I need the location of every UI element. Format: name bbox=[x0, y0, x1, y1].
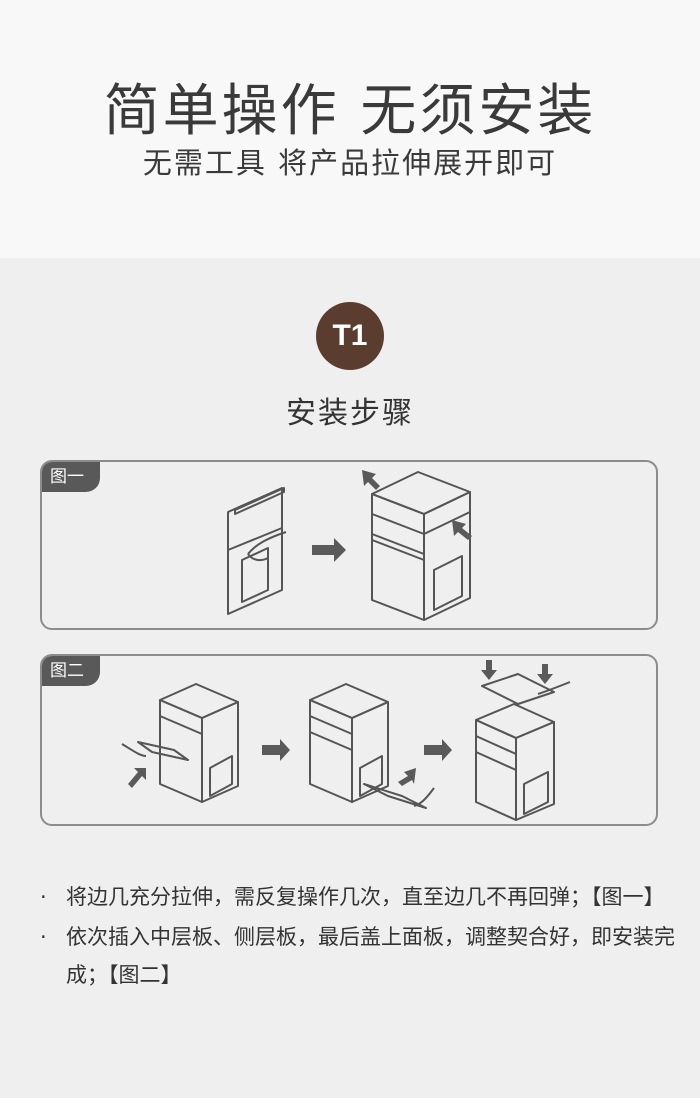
step-badge: T1 bbox=[316, 302, 384, 370]
instruction-text-2: 依次插入中层板、侧层板，最后盖上面板，调整契合好，即安装完成；【图二】 bbox=[66, 925, 675, 987]
right-arrow-icon bbox=[312, 538, 346, 562]
instruction-text-1: 将边几充分拉伸，需反复操作几次，直至边几不再回弹；【图一】 bbox=[66, 885, 665, 909]
figure-panel-2: 图二 bbox=[40, 654, 658, 826]
move-arrow-icon bbox=[537, 664, 553, 684]
instruction-notes: · 将边几充分拉伸，需反复操作几次，直至边几不再回弹；【图一】 · 依次插入中层… bbox=[40, 878, 680, 996]
move-arrow-icon bbox=[128, 768, 146, 788]
instruction-item-1: · 将边几充分拉伸，需反复操作几次，直至边几不再回弹；【图一】 bbox=[40, 878, 680, 916]
table-step-2-icon bbox=[309, 683, 435, 809]
page-subtitle: 无需工具 将产品拉伸展开即可 bbox=[142, 146, 558, 180]
folded-table-icon bbox=[227, 487, 287, 615]
expanded-table-icon bbox=[371, 471, 471, 621]
page-title: 简单操作 无须安装 bbox=[103, 79, 597, 144]
bullet: · bbox=[40, 925, 47, 949]
figure-tag-1: 图一 bbox=[42, 462, 100, 492]
header-area: 简单操作 无须安装 无需工具 将产品拉伸展开即可 bbox=[0, 0, 700, 258]
move-arrow-icon bbox=[481, 660, 497, 680]
figure-1-illustration bbox=[227, 470, 472, 621]
move-arrow-icon bbox=[452, 520, 472, 540]
move-arrow-icon bbox=[362, 470, 380, 490]
instruction-item-2: · 依次插入中层板、侧层板，最后盖上面板，调整契合好，即安装完成；【图二】 bbox=[40, 918, 680, 994]
move-arrow-icon bbox=[398, 768, 416, 786]
table-step-3-icon bbox=[475, 673, 571, 821]
section-title: 安装步骤 bbox=[286, 396, 414, 431]
right-arrow-icon bbox=[424, 739, 452, 761]
figure-tag-2: 图二 bbox=[42, 656, 100, 686]
bullet: · bbox=[40, 885, 47, 909]
figure-2-illustration bbox=[121, 660, 571, 821]
right-arrow-icon bbox=[262, 739, 290, 761]
table-step-1-icon bbox=[121, 683, 239, 803]
figure-panel-1: 图一 bbox=[40, 460, 658, 630]
